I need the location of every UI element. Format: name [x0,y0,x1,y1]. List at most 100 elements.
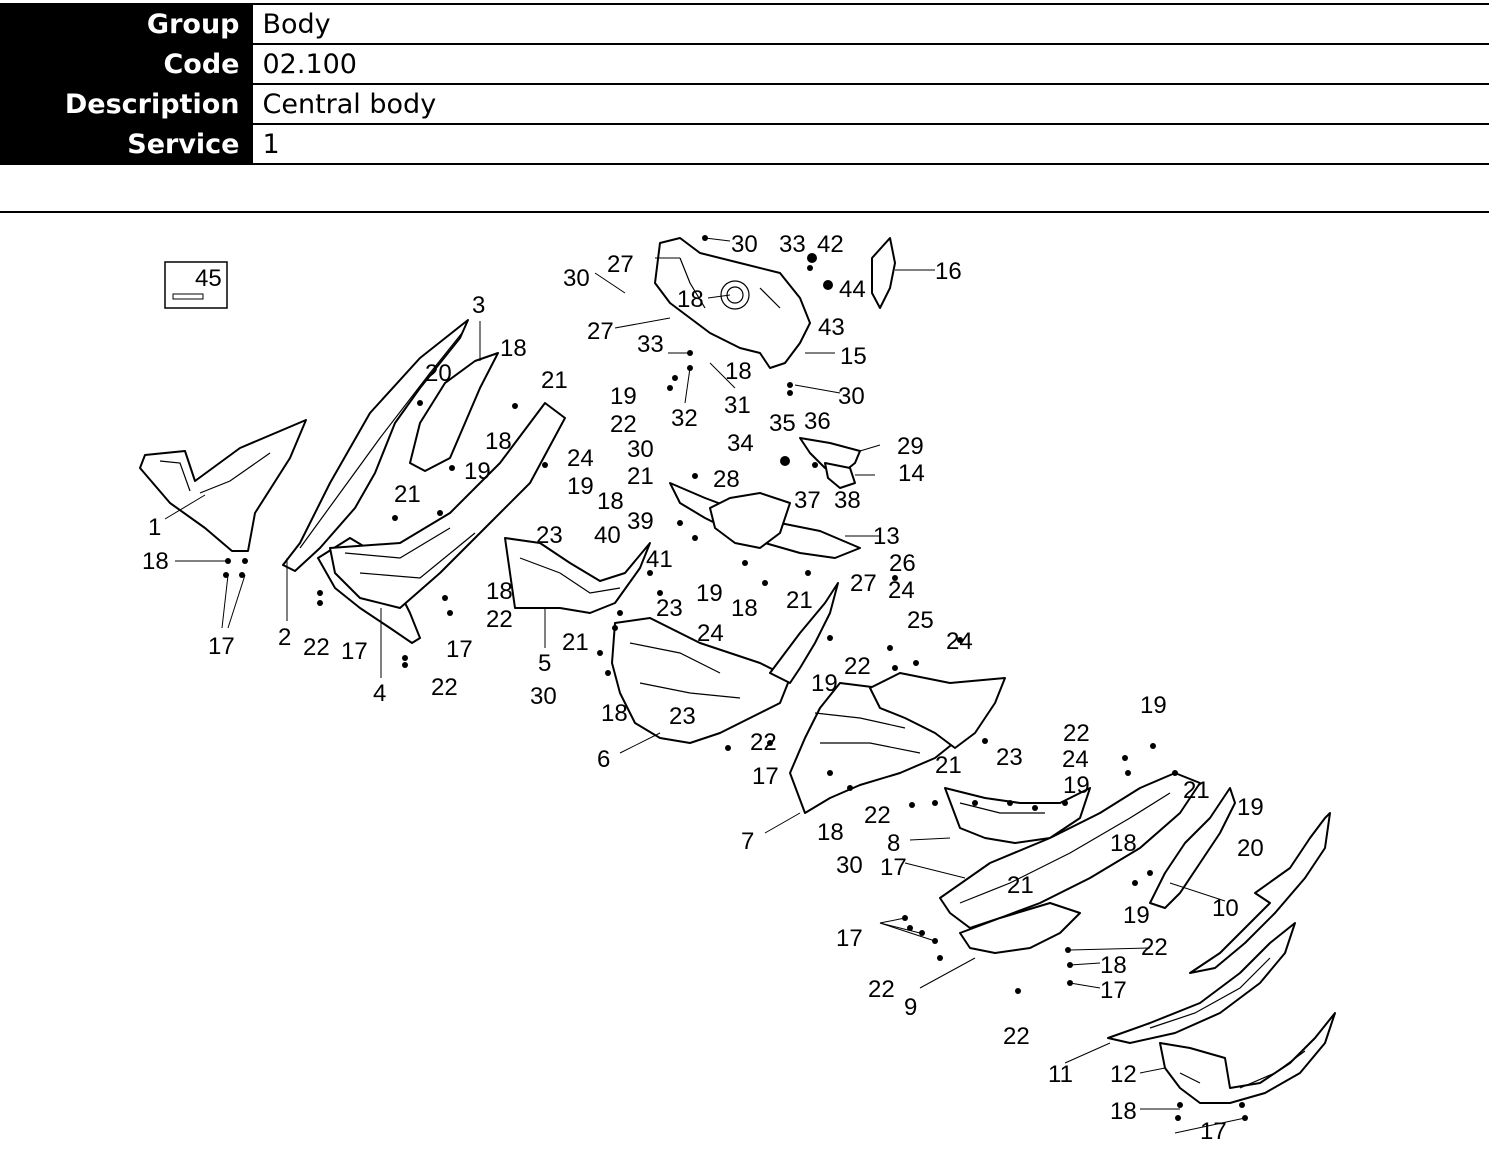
callout-3: 3 [472,292,485,319]
code-label: Code [0,43,251,85]
callout-18c: 18 [485,428,512,455]
callout-44: 44 [839,276,866,303]
callout-38: 38 [834,487,861,514]
part-10-shape [1149,787,1236,909]
callout-27b: 27 [587,318,614,345]
callout-39: 39 [627,508,654,535]
callout-14: 14 [898,460,925,487]
callout-18m: 18 [1110,1098,1137,1125]
group-value: Body [249,3,1489,45]
callout-2: 2 [278,624,291,651]
part-14-shape [824,462,856,489]
callout-22c: 22 [303,634,330,661]
kit-box-label: 45 [195,265,222,292]
callout-20: 20 [425,360,452,387]
callout-17d: 17 [752,763,779,790]
callout-21h: 21 [1007,872,1034,899]
callout-27c: 27 [850,570,877,597]
callout-21c: 21 [627,463,654,490]
callout-23c: 23 [669,703,696,730]
service-label: Service [0,123,251,165]
kit-box: 45 [164,261,228,309]
callout-19d: 19 [696,580,723,607]
callout-18h: 18 [731,595,758,622]
part-10b-shape [1189,812,1331,974]
callout-24: 24 [567,445,594,472]
callout-12: 12 [1110,1061,1137,1088]
callout-18l: 18 [1100,952,1127,979]
callout-33: 33 [779,231,806,258]
callout-19h: 19 [1237,794,1264,821]
callout-15: 15 [840,343,867,370]
callout-20b: 20 [1237,835,1264,862]
callout-17c: 17 [446,636,473,663]
callout-18k: 18 [1110,830,1137,857]
part-6b-shape [769,582,839,684]
callout-18e: 18 [725,358,752,385]
callout-18: 18 [142,548,169,575]
callout-37: 37 [794,487,821,514]
callout-22b: 22 [486,606,513,633]
callout-21f: 21 [935,752,962,779]
callout-22h: 22 [864,802,891,829]
part-16-shape [871,237,896,309]
description-value: Central body [249,83,1489,125]
service-value: 1 [249,123,1489,165]
callout-30b: 30 [563,265,590,292]
callout-30d: 30 [627,436,654,463]
part-1-shape [139,419,307,552]
part-6-shape [611,617,791,744]
callout-28: 28 [713,466,740,493]
callout-9: 9 [904,994,917,1021]
callout-6: 6 [597,746,610,773]
callout-21: 21 [541,367,568,394]
callout-30c: 30 [838,383,865,410]
callout-19e: 19 [811,670,838,697]
callout-17b: 17 [341,638,368,665]
callout-41: 41 [646,546,673,573]
callout-22f: 22 [750,729,777,756]
callout-24b: 24 [888,577,915,604]
callout-24c: 24 [697,620,724,647]
callout-19: 19 [610,383,637,410]
callout-18j: 18 [817,819,844,846]
callout-22j: 22 [868,976,895,1003]
callout-18f: 18 [597,488,624,515]
callout-33b: 33 [637,331,664,358]
callout-19c: 19 [567,473,594,500]
description-row: Description Central body [0,83,1489,125]
callout-31: 31 [724,392,751,419]
part-9b-shape [959,902,1081,954]
leader-lines [164,237,1246,1134]
callout-23: 23 [536,522,563,549]
callout-22e: 22 [844,653,871,680]
callout-24e: 24 [1062,746,1089,773]
description-label: Description [0,83,251,125]
callout-34: 34 [727,430,754,457]
callout-10: 10 [1212,895,1239,922]
group-row: Group Body [0,3,1489,45]
callout-21g: 21 [1183,777,1210,804]
callout-4: 4 [373,680,386,707]
callout-5: 5 [538,650,551,677]
callout-40: 40 [594,522,621,549]
callout-25: 25 [907,607,934,634]
callout-27: 27 [607,251,634,278]
part-12-shape [1159,1012,1336,1104]
body-parts [139,237,1336,1104]
part-13b-shape [709,492,791,549]
callout-18g: 18 [486,578,513,605]
callout-13: 13 [873,523,900,550]
callout-labels: 1 2 3 4 5 6 7 8 9 10 11 12 13 14 15 16 1… [142,231,1264,1145]
callout-18i: 18 [601,700,628,727]
callout-8: 8 [887,830,900,857]
callout-7: 7 [741,828,754,855]
callout-17g: 17 [1100,977,1127,1004]
callout-30f: 30 [836,852,863,879]
exploded-parts-diagram: 45 [139,231,1336,1145]
callout-16: 16 [935,258,962,285]
callout-35: 35 [769,410,796,437]
callout-19g: 19 [1063,772,1090,799]
callout-22d: 22 [431,674,458,701]
service-row: Service 1 [0,123,1489,165]
